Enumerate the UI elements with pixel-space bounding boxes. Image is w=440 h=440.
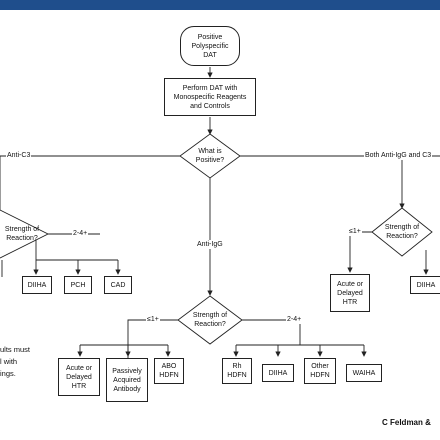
decision-strength-right — [371, 207, 433, 257]
edge-label-right-low: ≤1+ — [348, 227, 362, 236]
result-passively-acquired: Passively Acquired Antibody — [106, 358, 148, 402]
result-rh-hdfn: Rh HDFN — [222, 358, 252, 384]
edge-label-anti-c3: Anti-C3 — [6, 151, 32, 160]
strength-left-text: Strength of Reaction? — [4, 226, 40, 242]
result-diiha-right: DIIHA — [410, 276, 440, 294]
what-positive-text: What is Positive? — [195, 148, 225, 164]
perform-dat-node: Perform DAT with Monospecific Reagents a… — [164, 78, 256, 116]
result-cad: CAD — [104, 276, 132, 294]
result-acute-right: Acute or Delayed HTR — [330, 274, 370, 312]
result-acute-bottom: Acute or Delayed HTR — [58, 358, 100, 396]
edge-label-left-high: 2-4+ — [72, 229, 89, 238]
result-abo-hdfn: ABO HDFN — [154, 358, 184, 384]
top-banner — [0, 0, 440, 10]
result-diiha-top: DIIHA — [22, 276, 52, 294]
credit-text: C Feldman & — [382, 418, 431, 427]
strength-mid-text: Strength of Reaction? — [192, 312, 228, 328]
side-note-text: ults must l with ings. — [0, 345, 31, 378]
result-diiha-bottom: DIIHA — [262, 364, 294, 382]
start-node: Positive Polyspecific DAT — [180, 26, 240, 66]
decision-strength-left — [0, 209, 50, 259]
result-pch: PCH — [64, 276, 92, 294]
edge-label-both: Both Anti-IgG and C3 — [364, 151, 433, 160]
result-waiha: WAIHA — [346, 364, 382, 382]
edge-label-anti-igg: Anti-IgG — [196, 240, 224, 249]
result-other-hdfn: Other HDFN — [304, 358, 336, 384]
decision-strength-mid — [177, 295, 243, 345]
strength-right-text: Strength of Reaction? — [384, 224, 420, 240]
edge-label-mid-low: ≤1+ — [146, 315, 160, 324]
decision-what-positive — [179, 133, 241, 179]
edge-label-mid-high: 2-4+ — [286, 315, 303, 324]
